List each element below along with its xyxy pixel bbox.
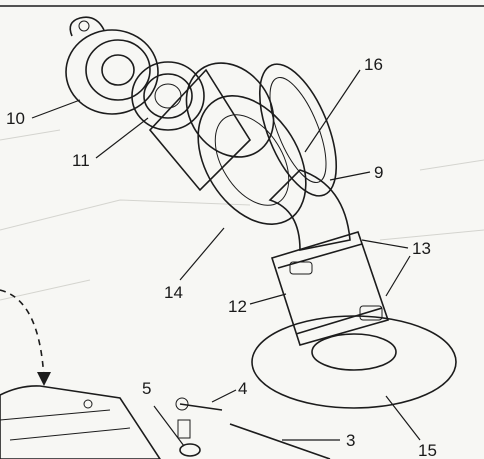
callout-11: 11: [72, 151, 90, 170]
elbow-hose-part: [268, 169, 351, 251]
fitting-direction-arrow: [0, 289, 45, 381]
grommet-part: [197, 95, 307, 225]
callout-9: 9: [374, 163, 383, 182]
callout-4: 4: [238, 379, 247, 398]
hose-clip-upper: [277, 243, 363, 275]
leader-lines: [31, 69, 421, 447]
hose-clip-lower: [295, 305, 383, 335]
callout-10: 10: [6, 109, 25, 128]
filler-neck-part: [148, 62, 275, 192]
breather-pipe-part: [229, 423, 331, 459]
callout-12: 12: [228, 297, 247, 316]
callout-16: 16: [364, 55, 383, 74]
callout-14: 14: [164, 283, 183, 302]
callout-3: 3: [346, 431, 355, 450]
flange-part: [258, 63, 338, 197]
neck-ring-part: [131, 61, 205, 131]
filler-cap-part: [65, 16, 159, 115]
tank-top-part: [0, 385, 161, 459]
arrow-head: [37, 372, 51, 386]
breather-grommet-part: [179, 443, 201, 457]
callout-13: 13: [412, 239, 431, 258]
sealing-plate-part: [251, 315, 457, 409]
callout-5: 5: [142, 379, 151, 398]
straight-hose-part: [270, 231, 390, 346]
callout-15: 15: [418, 441, 437, 459]
breather-elbow-part: [175, 397, 223, 439]
